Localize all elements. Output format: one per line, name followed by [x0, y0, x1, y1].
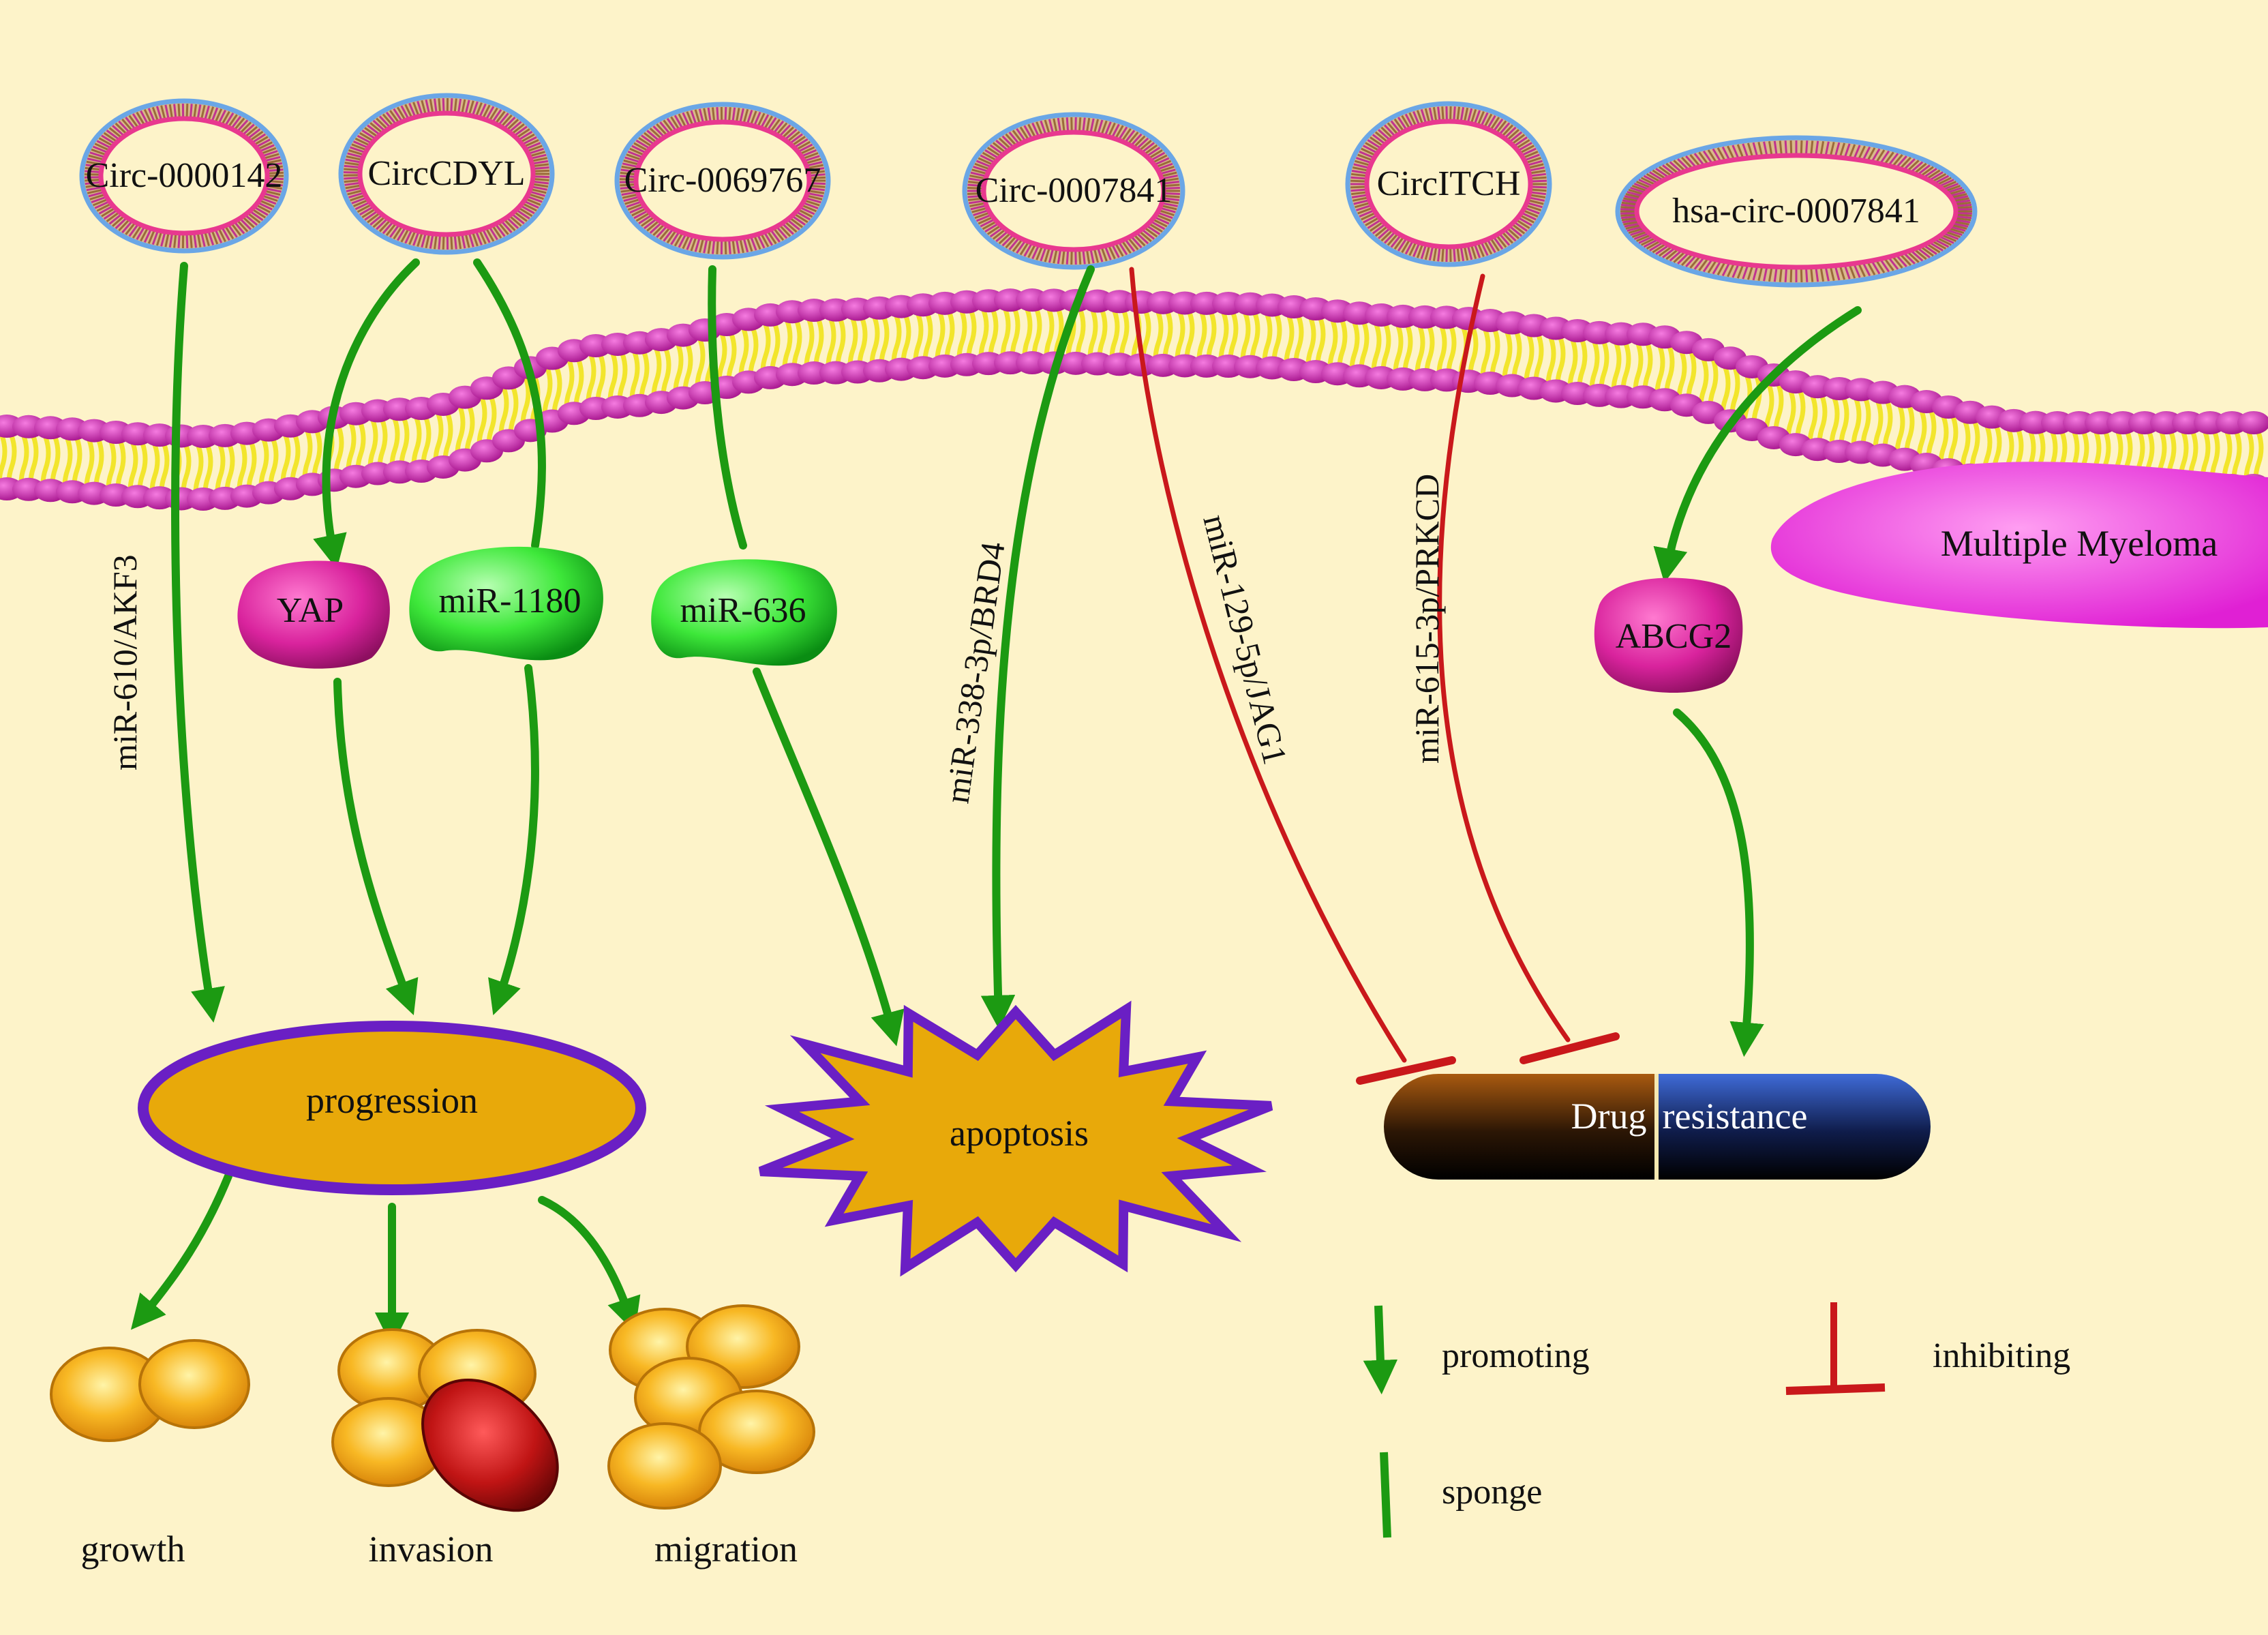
edge-circcdyl-mir1180: [477, 262, 542, 545]
edge-progression-growth: [140, 1176, 228, 1319]
invasion-cells: [333, 1330, 558, 1510]
legend-sponge-line: [1384, 1452, 1387, 1537]
outcome-growth: growth: [81, 1529, 185, 1570]
abcg2-node: ABCG2: [1594, 578, 1743, 693]
mir636-node: miR-636: [651, 559, 837, 665]
multiple-myeloma-cell: Multiple Myeloma: [1771, 462, 2268, 628]
circrna-vesicle-c1: Circ-0000142: [82, 101, 286, 251]
circrna-label-c2: CircCDYL: [367, 154, 525, 193]
circrna-vesicle-c4: Circ-0007841: [965, 115, 1183, 267]
edge-yap-progression: [337, 682, 409, 1002]
apoptosis-node: apoptosis: [760, 1010, 1271, 1268]
migration-cells: [609, 1306, 814, 1508]
circrna-vesicle-c3: Circ-0069767: [617, 104, 828, 257]
multiple-myeloma-label: Multiple Myeloma: [1941, 523, 2218, 564]
circrna-label-c5: CircITCH: [1377, 164, 1521, 203]
apoptosis-label: apoptosis: [950, 1113, 1089, 1154]
legend-promoting-arrow: [1378, 1306, 1381, 1381]
red-blood-cell: [423, 1380, 558, 1510]
yap-label: YAP: [277, 591, 344, 630]
outcome-migration: migration: [654, 1529, 798, 1570]
circrna-vesicle-c2: CircCDYL: [341, 95, 552, 252]
abcg2-label: ABCG2: [1616, 617, 1732, 656]
progression-label: progression: [306, 1080, 478, 1121]
legend-inhibiting-label: inhibiting: [1933, 1336, 2070, 1375]
mir636-label: miR-636: [680, 591, 806, 630]
circrna-vesicles: Circ-0000142 CircCDYL Circ-0069767 Circ-000…: [82, 95, 1975, 285]
circrna-label-c4: Circ-0007841: [976, 171, 1173, 210]
edge-progression-migration: [542, 1200, 631, 1319]
circrna-label-c1: Circ-0000142: [86, 156, 283, 195]
drug-label: Drug: [1571, 1096, 1647, 1137]
label-mir615: miR-615-3p/PRKCD: [1408, 474, 1446, 764]
growth-cells: [51, 1340, 249, 1441]
circrna-label-c3: Circ-0069767: [624, 161, 821, 200]
legend-promoting-label: promoting: [1442, 1336, 1590, 1375]
drug-resistance-node: Drug resistance: [1384, 1074, 1931, 1180]
edge-mir636-apoptosis: [757, 672, 893, 1033]
circrna-vesicle-c5: CircITCH: [1348, 104, 1549, 265]
legend-inhibit-bar: [1786, 1388, 1885, 1391]
legend-sponge-label: sponge: [1442, 1473, 1542, 1512]
yap-node: YAP: [237, 561, 389, 669]
resistance-label: resistance: [1663, 1096, 1808, 1137]
circrna-label-c6: hsa-circ-0007841: [1672, 192, 1920, 230]
mir1180-label: miR-1180: [439, 582, 581, 620]
progression-node: progression: [143, 1026, 641, 1190]
edge-mir1180-progression: [498, 668, 535, 1002]
mir1180-node: miR-1180: [409, 547, 603, 661]
outcome-invasion: invasion: [369, 1529, 494, 1570]
circrna-vesicle-c6: hsa-circ-0007841: [1618, 138, 1975, 285]
legend: promoting sponge inhibiting: [1378, 1302, 2070, 1537]
label-mir610: miR-610/AKF3: [106, 554, 144, 770]
edge-circ0007841-apoptosis: [996, 269, 1091, 1016]
edge-abcg2-drug-resistance: [1677, 712, 1750, 1043]
edge-circ0000142-progression: [175, 266, 211, 1009]
